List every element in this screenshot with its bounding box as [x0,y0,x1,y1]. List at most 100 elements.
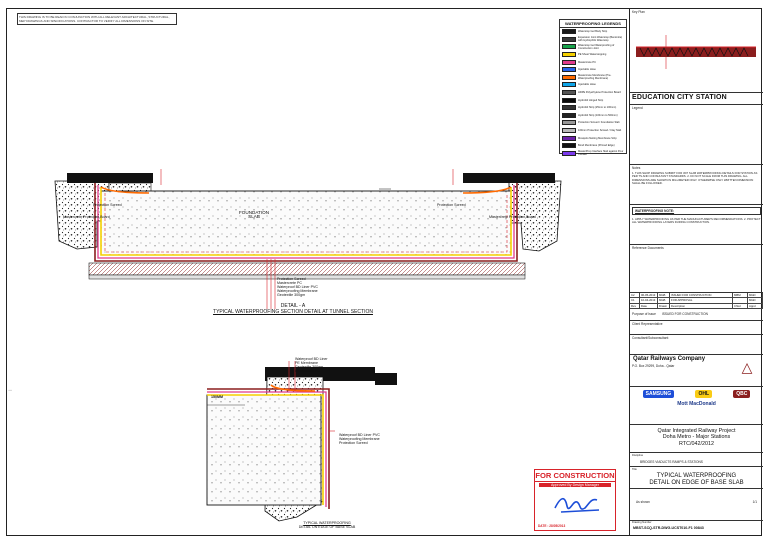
legend-item: 160mm Protection Screed / Clay Slab [560,127,626,135]
legend-label: Waterstop Gel Waterproofing of Construct… [578,43,615,50]
legend-label: Hydrofoil Strip (25mm to 100mm) [578,106,617,110]
project-line-2: Doha Metro - Major Stations [662,434,731,441]
detail-b-callout-3: Geotextile 300gm [295,365,324,369]
legend-label: MasterPrep Interface Slab against Pour C… [578,150,624,157]
detail-b-callout-4: Mastercrete PC [295,369,320,373]
waterproofing-legend: WATERPROOFING LEGENDS Waterstop Gel Body… [559,19,627,157]
foundation-slab [100,190,512,256]
legend-label: Expansion Joint Waterstop (Bentonite) wi… [578,36,623,43]
detail-b-callouts-side: Waterproof BD Liner PVC Waterproofing Me… [339,433,381,445]
wp-note-text: 1. APPLY WATERPROOFING AS PER THE MANUFA… [632,217,761,225]
legend-swatch [562,44,576,50]
legend-item: Waterstop Gel Body Strip [560,28,626,36]
legend-title: WATERPROOFING LEGENDS [560,20,626,28]
discipline-value: BRIDGES VIADUCTS RAMPS & STATIONS [640,460,703,464]
legend-label: Bond Membrane (Primed Edge) [578,144,615,148]
legend-item: Hydrofoil Strip (100mm to 500mm) [560,112,626,120]
revision-app: MGD [748,293,763,298]
project-line-3: RTC/042/2012 [679,440,714,447]
general-note: THIS DRAWING IS TO BE READ IN CONJUNCTIO… [17,13,177,25]
sheet-value: 1/1 [752,500,757,504]
revision-rev: C2 [630,293,640,298]
revision-date: Date [640,303,658,309]
revision-date: 10-04-2013 [640,298,658,303]
legend-label: Mastercrete Membrane (Pre-Waterproofing … [578,74,612,81]
legend-swatch [562,29,576,35]
revision-by: MGB [658,298,670,303]
legend-swatch [562,67,576,73]
legend-item: Mosquito Netting Membrane Strip [560,134,626,142]
legend-item: Bond Membrane (Primed Edge) [560,142,626,150]
legend-swatch [562,128,576,134]
legend-swatch [562,120,576,126]
qatar-rail-logo: △ [741,359,753,375]
consultant-label: Consultant/Subconsultant [632,336,669,340]
purpose-label: Purpose of Issue [632,312,656,316]
detail-a-callout-4: Geotextile 300gm [277,293,306,297]
station-name: EDUCATION CITY STATION [632,94,727,101]
detail-a-title: DETAIL - A [280,303,306,309]
legend-item: Hydrofoil Hinged Strip [560,96,626,104]
revision-desc: FOR APPROVAL [670,298,733,303]
legend-swatch [562,135,576,141]
legend-item: Waterstop Gel Waterproofing of Construct… [560,43,626,51]
stamp-date: DATE : 28/05/2013 [538,524,566,528]
legend-label: PE Sheet Waterstopping [578,53,607,57]
legend-item: Protection Screed / Foundation Slab [560,119,626,127]
designer-name: Mott MacDonald [677,401,716,407]
legend-item: Mastercrete PC [560,58,626,66]
detail-b-caption-1: TYPICAL WATERPROOFING [303,521,351,525]
for-construction-stamp: FOR CONSTRUCTION Approved By Design Mana… [534,469,616,531]
margin-file-path: │ [8,389,12,391]
detail-b-callout-5: Waterproof BD Liner PVC Waterproofing Me… [339,433,381,441]
notes-label: Notes [632,166,641,170]
drawing-number: MBST-SCQ-STR-DWG-UCST010-F1 00843 [633,526,704,530]
legend-swatch [562,97,576,103]
legend-label: Waterstop Gel Body Strip [578,30,608,34]
legend-label: Legend [632,106,643,110]
legend-item: Expansion Joint Waterstop (Bentonite) wi… [560,36,626,44]
legend-swatch [562,59,576,65]
left-callout-2: Mastercrete Protection Board [63,215,110,219]
legend-item: Injectable Hose [560,66,626,74]
revision-rev: Rev [630,303,640,309]
client-address: P.O. Box 29299, Doha - Qatar [632,364,675,368]
edge-base-slab [206,394,322,506]
right-top-slab [463,173,555,183]
drawing-title-2: DETAIL ON EDGE OF BASE SLAB [649,480,744,486]
revision-desc: ISSUED FOR CONSTRUCTION [670,293,733,298]
discipline-label: Discipline [632,454,644,457]
scale-value: As shown [636,500,650,504]
legend-label: Hydrofoil Hinged Strip [578,98,604,102]
drawing-title-1: TYPICAL WATERPROOFING [656,473,737,479]
drawing-sheet: THIS DRAWING IS TO BE READ IN CONJUNCTIO… [6,8,763,536]
detail-b-callout-1: Waterproof BD Liner [295,357,328,361]
legend-item: HDPE Polyethylene Protection Board [560,89,626,97]
revision-rev: C1 [630,298,640,303]
legend-label: Protection Screed / Foundation Slab [578,121,620,125]
revision-chk: Chkd [733,303,748,309]
drawing-number-label: Drawing Number [632,521,652,524]
detail-a-callouts: Protection Screed Mastercrete PC Waterpr… [277,277,337,297]
legend-item: Hydrofoil Strip (25mm to 100mm) [560,104,626,112]
revision-app: MGD [748,298,763,303]
legend-swatch [562,143,576,149]
legend-item: Mastercrete Membrane (Pre-Waterproofing … [560,74,626,82]
detail-b-callout-2: PE Membrane [295,361,318,365]
legend-swatch [562,105,576,111]
legend-label: Injectable Hose [578,68,596,72]
right-callout-1: Protection Screed [437,203,466,207]
detail-a-callout-1: Protection Screed [277,277,306,281]
slab-label-line2: SLAB [248,214,260,219]
slab-label-line1: FOUNDATION [239,210,270,215]
revision-by: MGB [658,293,670,298]
key-plan-diagram [636,35,756,69]
title-block: Key Plan EDUCATION CITY STATION Legend N… [629,9,763,535]
left-callout-1: Protection Screed [93,203,122,207]
legend-swatch [562,90,576,96]
drawing-area: THIS DRAWING IS TO BE READ IN CONJUNCTIO… [7,9,629,535]
